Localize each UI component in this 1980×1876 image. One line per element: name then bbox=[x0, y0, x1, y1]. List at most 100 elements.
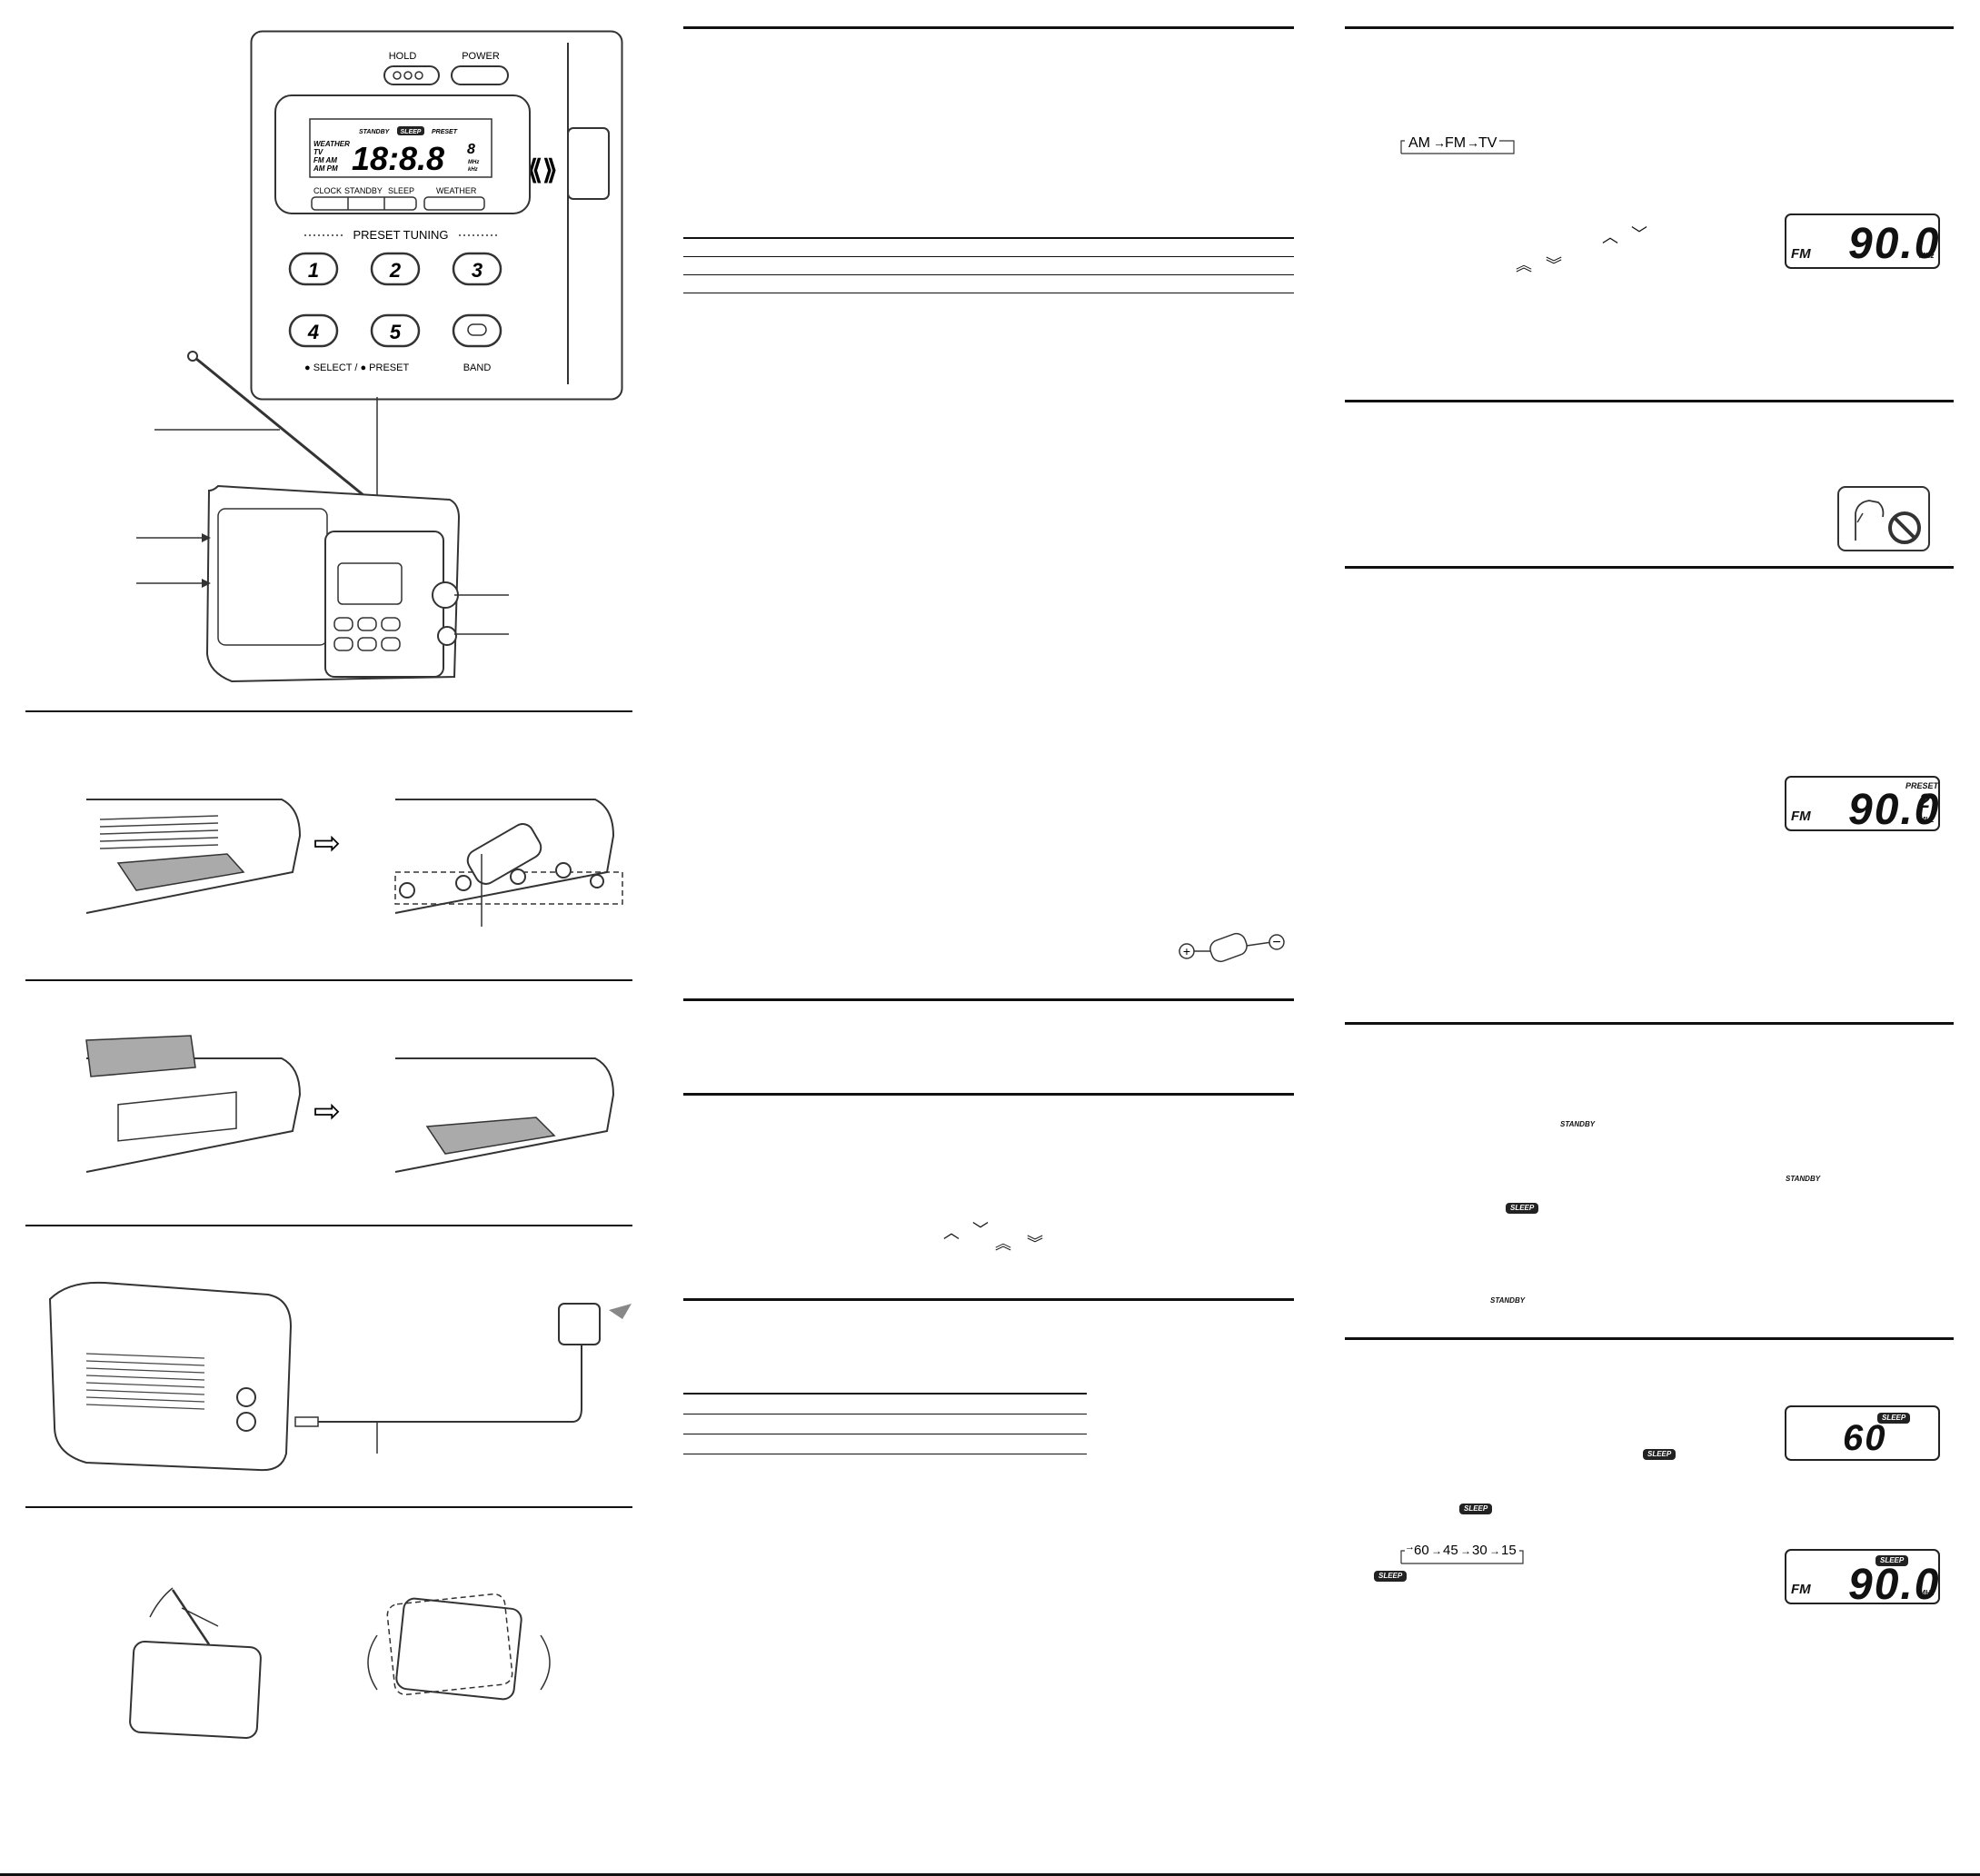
divider-right-top bbox=[1345, 26, 1954, 29]
preset-tuning-label: PRESET TUNING bbox=[353, 228, 449, 242]
svg-text:30: 30 bbox=[1472, 1543, 1487, 1558]
svg-text:AM PM: AM PM bbox=[313, 164, 338, 173]
tune-up-icon: ︿ bbox=[943, 1224, 960, 1242]
band-sequence: AM → FM → TV bbox=[1400, 135, 1515, 154]
power-label: POWER bbox=[462, 51, 500, 62]
arrow-right-icon-2: ⇨ bbox=[313, 1092, 341, 1129]
divider-left-1 bbox=[25, 710, 632, 712]
table-line-2 bbox=[683, 256, 1294, 257]
hold-label: HOLD bbox=[389, 51, 417, 62]
clock-standby-sleep-bar bbox=[311, 196, 417, 211]
divider-mid-4 bbox=[683, 1298, 1294, 1301]
divider-left-4 bbox=[25, 1506, 632, 1508]
battery-open-diagram: ⇨ bbox=[85, 799, 623, 927]
dial-arrows-icon: ⟪⟫ bbox=[527, 155, 557, 185]
tune-up-icon-right: ︿ bbox=[1602, 228, 1618, 246]
sleep-indicator-4: SLEEP bbox=[1374, 1571, 1408, 1582]
fast-down-icon: ︾ bbox=[1027, 1235, 1043, 1253]
svg-text:SLEEP: SLEEP bbox=[388, 186, 414, 195]
page-bottom-edge bbox=[0, 1873, 1980, 1876]
lcd-unit: MHz bbox=[1919, 1589, 1935, 1597]
svg-text:kHz: kHz bbox=[468, 167, 478, 173]
standby-indicator-2: STANDBY bbox=[1786, 1175, 1821, 1183]
svg-text:AM: AM bbox=[1408, 135, 1430, 151]
sleep-time-sequence: → 60 → 45 → 30 → 15 bbox=[1400, 1542, 1524, 1564]
preset-button-4 bbox=[288, 313, 339, 348]
svg-text:→: → bbox=[1460, 1544, 1471, 1557]
lcd-sleep-minutes: 60 bbox=[1843, 1418, 1887, 1458]
tune-down-icon: ﹀ bbox=[972, 1221, 989, 1239]
preset-button-2 bbox=[370, 252, 421, 286]
svg-text:2: 2 bbox=[389, 259, 402, 282]
lcd-band: FM bbox=[1791, 246, 1811, 262]
lcd-band: FM bbox=[1791, 809, 1811, 824]
svg-text:SLEEP: SLEEP bbox=[401, 129, 422, 135]
svg-text:4: 4 bbox=[307, 321, 319, 343]
lcd-unit: MHz bbox=[1919, 252, 1935, 260]
lcd-unit: MHz bbox=[1919, 816, 1935, 824]
arrow-right-icon: ⇨ bbox=[313, 824, 341, 861]
divider-right-5 bbox=[1345, 1337, 1954, 1340]
divider-mid-top bbox=[683, 26, 1294, 29]
preset-button-1 bbox=[288, 252, 339, 286]
svg-text:→: → bbox=[1433, 135, 1446, 150]
lcd-preset-label: PRESET bbox=[1905, 781, 1939, 790]
svg-text:→: → bbox=[1431, 1544, 1442, 1557]
svg-text:PRESET: PRESET bbox=[432, 129, 458, 135]
sleep-indicator-2: SLEEP bbox=[1643, 1449, 1677, 1460]
antenna-adjust-diagram bbox=[129, 1587, 551, 1739]
standby-indicator-3: STANDBY bbox=[1490, 1296, 1526, 1305]
divider-right-2 bbox=[1345, 400, 1954, 402]
svg-text:FM: FM bbox=[1445, 135, 1466, 151]
svg-text:5: 5 bbox=[390, 321, 402, 343]
tuning-dial bbox=[567, 127, 610, 200]
svg-text:3: 3 bbox=[472, 259, 483, 282]
lcd-sleep-fm-display: SLEEP FM 90.0 MHz bbox=[1785, 1549, 1941, 1609]
lcd-sleep-label: SLEEP bbox=[1877, 1413, 1911, 1424]
lcd-frequency: 90.0 bbox=[1848, 220, 1941, 268]
radio-overview-diagram bbox=[136, 351, 509, 683]
svg-text:WEATHER: WEATHER bbox=[436, 186, 477, 195]
display-digits: 18:8.8 bbox=[352, 140, 444, 177]
svg-text:+: + bbox=[1183, 944, 1190, 958]
divider-right-3 bbox=[1345, 566, 1954, 569]
svg-text:→: → bbox=[1489, 1544, 1500, 1557]
fast-up-icon-right: ︽ bbox=[1516, 256, 1532, 274]
svg-text:FM AM: FM AM bbox=[313, 156, 337, 164]
lcd-sleep-label: SLEEP bbox=[1876, 1555, 1909, 1566]
svg-text:● SELECT / ● PRESET: ● SELECT / ● PRESET bbox=[304, 362, 409, 373]
sleep-indicator: SLEEP bbox=[1506, 1203, 1539, 1214]
sleep-indicator-3: SLEEP bbox=[1459, 1504, 1493, 1514]
svg-text:STANDBY: STANDBY bbox=[344, 186, 383, 195]
svg-text:15: 15 bbox=[1501, 1543, 1517, 1558]
table-line-3 bbox=[683, 274, 1294, 275]
svg-text:60: 60 bbox=[1414, 1543, 1429, 1558]
svg-text:TV: TV bbox=[1478, 135, 1497, 151]
table2-line-1 bbox=[683, 1393, 1087, 1395]
no-touch-icon bbox=[1837, 486, 1930, 551]
fast-up-icon: ︽ bbox=[995, 1235, 1011, 1253]
divider-left-3 bbox=[25, 1225, 632, 1226]
ac-adaptor-diagram bbox=[48, 1281, 632, 1472]
standby-indicator: STANDBY bbox=[1560, 1120, 1596, 1128]
svg-text:CLOCK: CLOCK bbox=[313, 186, 342, 195]
svg-text:WEATHER: WEATHER bbox=[313, 140, 350, 148]
svg-text:TV: TV bbox=[313, 148, 323, 156]
table-line-1 bbox=[683, 237, 1294, 239]
power-button bbox=[451, 65, 509, 85]
lcd-frequency: 90.0 bbox=[1848, 1561, 1941, 1609]
svg-text:BAND: BAND bbox=[463, 362, 492, 373]
lcd-band: FM bbox=[1791, 1582, 1811, 1597]
battery-polarity-diagram: + − bbox=[1179, 932, 1285, 963]
tune-down-icon-right: ﹀ bbox=[1631, 225, 1647, 243]
lcd-sleep-display: SLEEP 60 bbox=[1785, 1405, 1940, 1461]
divider-mid-2 bbox=[683, 998, 1294, 1001]
battery-close-diagram: ⇨ bbox=[85, 1035, 615, 1173]
lcd-fm-display: FM 90.0 MHz bbox=[1785, 213, 1940, 269]
svg-text:8: 8 bbox=[467, 142, 475, 157]
svg-text:−: − bbox=[1272, 935, 1280, 950]
preset-button-5 bbox=[370, 313, 421, 348]
svg-text:MHz: MHz bbox=[468, 160, 479, 165]
svg-text:→: → bbox=[1405, 1542, 1415, 1553]
divider-left-2 bbox=[25, 979, 632, 981]
